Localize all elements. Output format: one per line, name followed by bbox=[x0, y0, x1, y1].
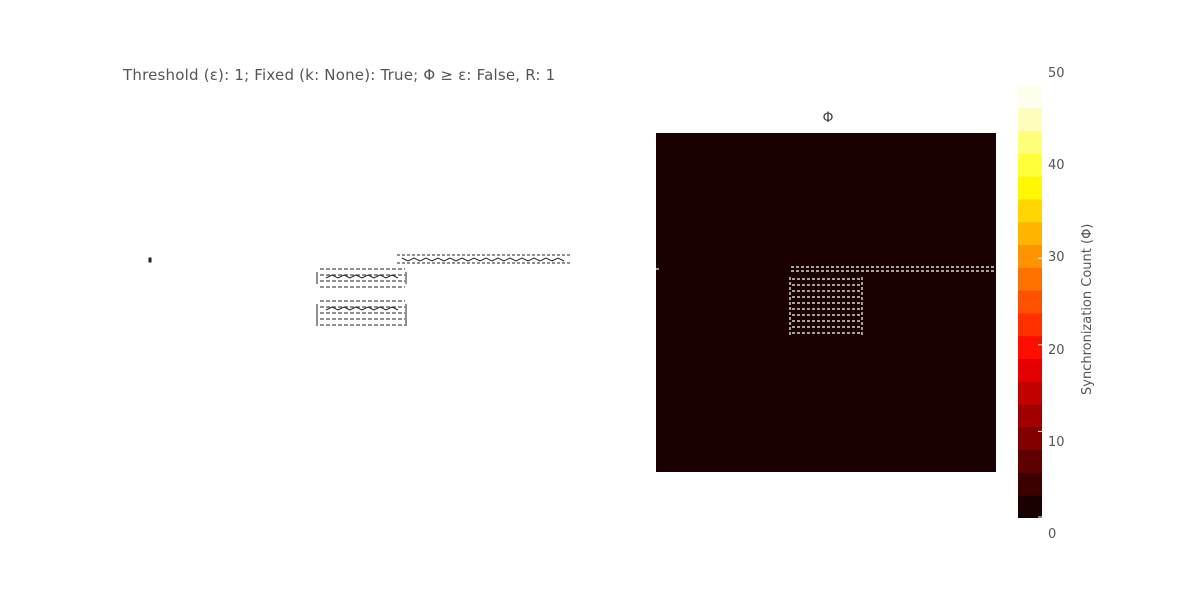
colorbar-band bbox=[1018, 107, 1042, 132]
colorbar-band bbox=[1018, 244, 1042, 268]
heatmap-overlay bbox=[656, 266, 996, 337]
colorbar-gradient bbox=[1018, 85, 1042, 518]
top-glyph-row bbox=[397, 254, 572, 264]
heatmap-panel bbox=[656, 133, 996, 472]
colorbar-tick-label: 30 bbox=[1048, 250, 1065, 265]
colorbar-band bbox=[1018, 153, 1042, 177]
colorbar-tick-label: 10 bbox=[1048, 435, 1065, 450]
colorbar-band bbox=[1018, 176, 1042, 200]
colorbar-band bbox=[1018, 472, 1042, 496]
colorbar-band bbox=[1018, 85, 1042, 109]
heatmap-top-row bbox=[656, 266, 996, 272]
left-diagram-panel bbox=[140, 230, 590, 350]
colorbar-band bbox=[1018, 290, 1042, 314]
colorbar-tick-label: 0 bbox=[1048, 527, 1057, 542]
colorbar-band bbox=[1018, 130, 1042, 154]
left-glyph-block bbox=[316, 268, 407, 326]
colorbar-band bbox=[1018, 358, 1042, 382]
heatmap-background bbox=[656, 133, 996, 472]
colorbar-band bbox=[1018, 312, 1042, 337]
heatmap-glyph-block bbox=[789, 277, 863, 337]
colorbar-band bbox=[1018, 404, 1042, 428]
left-diagram bbox=[148, 254, 572, 326]
colorbar-tick-label: 50 bbox=[1048, 66, 1065, 81]
chart-title: Threshold (ε): 1; Fixed (k: None): True;… bbox=[123, 66, 556, 84]
colorbar-band bbox=[1018, 335, 1042, 359]
colorbar-band bbox=[1018, 198, 1042, 223]
colorbar bbox=[1018, 85, 1042, 518]
colorbar-tick-label: 20 bbox=[1048, 343, 1065, 358]
colorbar-tick-label: 40 bbox=[1048, 158, 1065, 173]
colorbar-band bbox=[1018, 267, 1042, 291]
heatmap-panel-title: Φ bbox=[822, 110, 834, 126]
colorbar-band bbox=[1018, 495, 1042, 518]
colorbar-band bbox=[1018, 449, 1042, 473]
colorbar-band bbox=[1018, 426, 1042, 451]
colorbar-band bbox=[1018, 381, 1042, 405]
colorbar-label: Synchronization Count (Φ) bbox=[1080, 223, 1095, 395]
colorbar-band bbox=[1018, 221, 1042, 246]
